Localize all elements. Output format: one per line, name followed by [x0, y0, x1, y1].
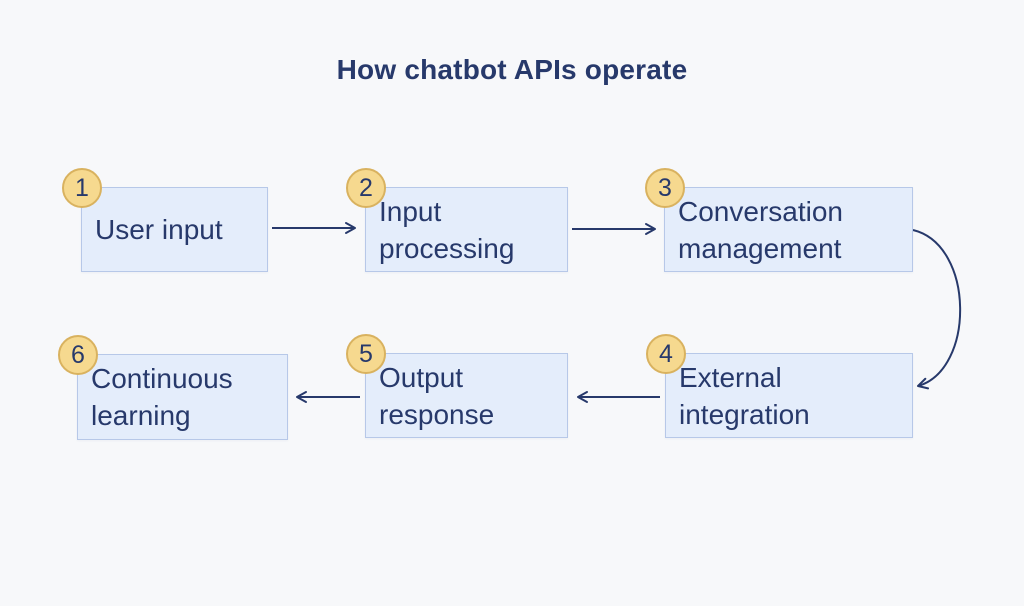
step-box-input-processing: 2 Input processing: [346, 168, 568, 272]
step-number-badge: 2: [346, 168, 386, 208]
step-number-badge: 4: [646, 334, 686, 374]
step-label: Input processing: [379, 195, 515, 264]
step-number-badge: 5: [346, 334, 386, 374]
step-label: Continuous learning: [91, 363, 233, 431]
step-number-badge: 6: [58, 335, 98, 375]
step-box-user-input: 1 User input: [62, 168, 268, 272]
step-label: User input: [95, 214, 223, 245]
step-label: Output response: [379, 361, 495, 430]
step-number-badge: 3: [645, 168, 685, 208]
step-box-output-response: 5 Output response: [346, 334, 568, 438]
step-number-badge: 1: [62, 168, 102, 208]
arrow-step3-to-step4-curve: [912, 229, 962, 390]
step-label: External integration: [679, 361, 810, 430]
step-label: Conversation management: [678, 195, 843, 264]
diagram-title: How chatbot APIs operate: [336, 54, 688, 85]
step-box-continuous-learning: 6 Continuous learning: [58, 335, 288, 440]
step-box-external-integration: 4 External integration: [646, 334, 913, 438]
step-box-conversation-management: 3 Conversation management: [645, 168, 913, 272]
